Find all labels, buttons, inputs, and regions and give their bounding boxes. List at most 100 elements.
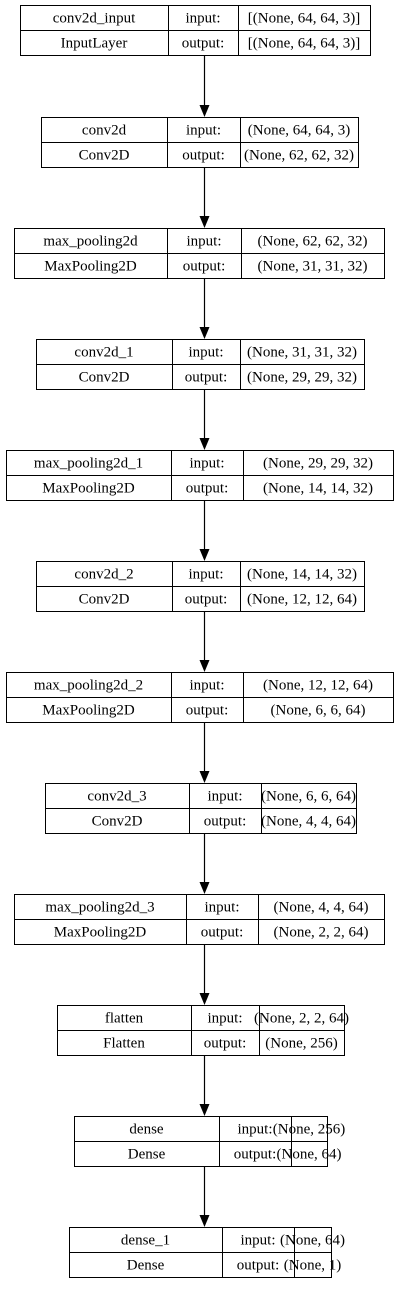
flow-arrow [199,1056,210,1116]
input-label: input: [185,11,220,27]
input-label: input: [189,456,224,472]
output-label: output: [185,592,228,608]
arrowhead-icon [199,105,210,117]
layer-type: MaxPooling2D [42,481,135,497]
layer-name: dense [129,1122,163,1138]
output-label: output: [186,703,229,719]
layer-name: conv2d_input [53,11,136,27]
layer-name: conv2d_1 [74,345,133,361]
flow-arrow [199,390,210,450]
arrowhead-icon [199,216,210,228]
input-shape: (None, 29, 29, 32) [263,456,373,472]
output-shape: (None, 29, 29, 32) [247,370,357,386]
arrowhead-icon [199,993,210,1005]
input-shape: (None, 12, 12, 64) [263,678,373,694]
layer-name: conv2d [82,123,127,139]
input-label: input: [188,345,223,361]
arrowhead-icon [199,882,210,894]
output-shape: (None, 31, 31, 32) [258,259,368,275]
flow-arrow [199,501,210,561]
flow-arrow [199,1167,210,1227]
input-shape: (None, 62, 62, 32) [258,234,368,250]
input-shape: (None, 256) [273,1122,345,1138]
layer-name: max_pooling2d [43,234,138,250]
arrowhead-icon [199,549,210,561]
input-label: input: [237,1122,272,1138]
arrowhead-icon [199,327,210,339]
output-shape: (None, 62, 62, 32) [244,148,354,164]
flow-arrow [199,612,210,672]
output-label: output: [204,1036,247,1052]
output-shape: (None, 1) [284,1258,341,1274]
layer-name: max_pooling2d_1 [34,456,143,472]
layer-name: flatten [105,1011,144,1027]
arrowhead-icon [199,660,210,672]
layer-name: max_pooling2d_3 [45,900,154,916]
layer-name: max_pooling2d_2 [34,678,143,694]
layer-node-max_pooling2d: max_pooling2dMaxPooling2Dinput:output:(N… [14,228,385,279]
edges [199,56,210,1227]
layer-node-max_pooling2d_3: max_pooling2d_3MaxPooling2Dinput:output:… [14,894,385,945]
arrowhead-icon [199,1215,210,1227]
output-label: output: [185,370,228,386]
layer-type: InputLayer [61,36,128,52]
output-label: output: [237,1258,280,1274]
input-shape: (None, 64, 64, 3) [248,123,350,139]
input-label: input: [207,789,242,805]
output-label: output: [204,814,247,830]
output-label: output: [182,148,225,164]
input-shape: (None, 64) [280,1233,345,1249]
input-shape: (None, 2, 2, 64) [254,1011,349,1027]
arrowhead-icon [199,771,210,783]
layer-type: Flatten [103,1036,145,1052]
output-shape: (None, 4, 4, 64) [261,814,356,830]
flow-arrow [199,834,210,894]
output-label: output: [201,925,244,941]
layer-type: Conv2D [79,370,130,386]
flow-arrow [199,56,210,117]
output-shape: (None, 2, 2, 64) [274,925,369,941]
input-shape: [(None, 64, 64, 3)] [248,11,360,27]
output-label: output: [186,481,229,497]
layer-type: Conv2D [92,814,143,830]
arrowhead-icon [199,438,210,450]
output-shape: (None, 64) [277,1147,342,1163]
output-label: output: [182,36,225,52]
layer-type: Conv2D [79,148,130,164]
input-shape: (None, 31, 31, 32) [247,345,357,361]
output-shape: (None, 12, 12, 64) [247,592,357,608]
input-label: input: [186,123,221,139]
layer-type: MaxPooling2D [42,703,135,719]
layer-type: Dense [128,1147,166,1163]
layer-name: dense_1 [121,1233,170,1249]
layer-name: conv2d_3 [87,789,146,805]
input-shape: (None, 4, 4, 64) [274,900,369,916]
layer-type: Dense [127,1258,165,1274]
flow-arrow [199,723,210,783]
flow-arrow [199,279,210,339]
output-shape: (None, 14, 14, 32) [263,481,373,497]
input-label: input: [207,1011,242,1027]
arrowhead-icon [199,1104,210,1116]
input-label: input: [204,900,239,916]
input-label: input: [189,678,224,694]
output-shape: (None, 6, 6, 64) [271,703,366,719]
output-shape: [(None, 64, 64, 3)] [248,36,360,52]
output-label: output: [234,1147,277,1163]
output-label: output: [183,259,226,275]
input-label: input: [240,1233,275,1249]
input-label: input: [188,567,223,583]
output-shape: (None, 256) [265,1036,337,1052]
layer-name: conv2d_2 [74,567,133,583]
